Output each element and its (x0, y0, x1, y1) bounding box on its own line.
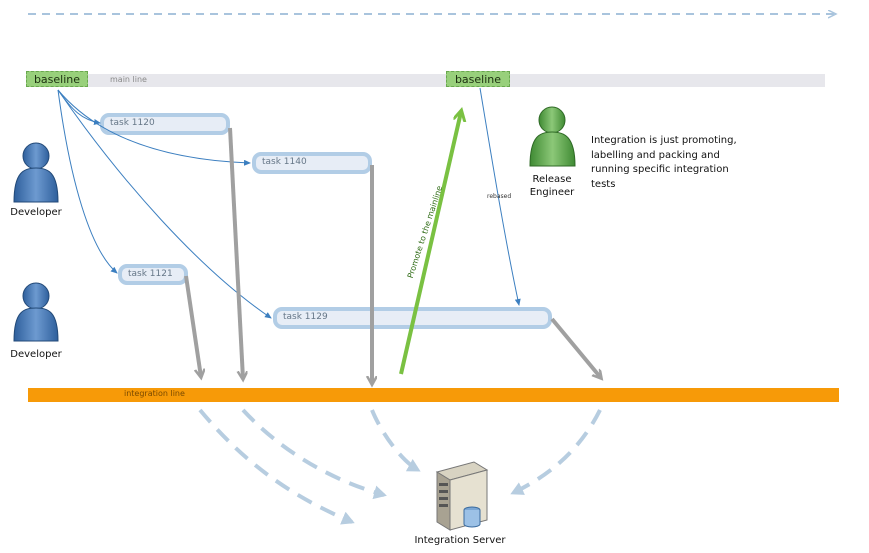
deploy-arrow-3 (370, 409, 421, 472)
integration-line-label: integration line (124, 389, 185, 398)
promote-arrow (399, 112, 461, 375)
developer-label-1: Developer (10, 207, 62, 218)
connector-to-task-1121 (57, 89, 118, 274)
task-1140: task 1140 (252, 152, 372, 174)
connector-to-task-1129 (57, 89, 272, 319)
developer-label-2: Developer (10, 349, 62, 360)
integration-line (28, 388, 839, 402)
deploy-arrow-4 (510, 409, 602, 495)
merge-arrow-1120 (228, 127, 243, 379)
merge-arrow-1121 (184, 275, 201, 377)
connector-to-task-1140 (57, 89, 251, 166)
developer-2-person-icon (13, 282, 59, 342)
deploy-arrow-1 (198, 408, 355, 525)
rebased-connector (479, 87, 521, 306)
task-1120: task 1120 (100, 113, 230, 135)
integration-server-label: Integration Server (414, 535, 506, 546)
integration-note: Integration is just promoting, labelling… (591, 135, 737, 190)
connector-to-task-1120 (57, 89, 101, 125)
rebased-label: rebased (487, 193, 512, 200)
task-1121: task 1121 (118, 264, 188, 285)
baseline-box-rebased: baseline (446, 71, 510, 87)
release-engineer-label: Release Engineer (529, 174, 575, 198)
merge-arrow-1129 (550, 317, 601, 378)
release-engineer-person-icon (529, 106, 576, 167)
deploy-arrow-2 (241, 408, 387, 500)
main-line (28, 74, 825, 87)
developer-1-person-icon (13, 142, 59, 203)
baseline-box-start: baseline (26, 71, 88, 87)
main-line-label: main line (110, 75, 147, 84)
integration-server-icon (435, 461, 489, 531)
